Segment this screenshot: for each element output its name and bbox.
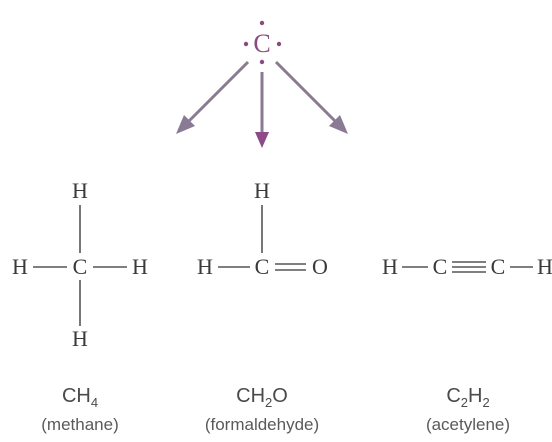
formaldehyde-structure: H H C O: [197, 178, 328, 279]
electron-dot-right: [276, 41, 282, 47]
acetylene-structure: H C C H: [382, 254, 552, 279]
acetylene-c1: C: [433, 254, 448, 279]
formaldehyde-formula: CH2O: [236, 385, 288, 410]
methane-formula: CH4: [62, 385, 98, 410]
arrow-to-formaldehyde: [255, 72, 269, 148]
methane-c: C: [73, 254, 88, 279]
methane-h-right: H: [132, 254, 148, 279]
methane-h-bottom: H: [72, 326, 88, 351]
formaldehyde-c: C: [255, 254, 270, 279]
arrow-to-acetylene: [274, 60, 348, 134]
carbon-symbol: C: [253, 29, 270, 58]
methane-h-left: H: [12, 254, 28, 279]
formaldehyde-o: O: [312, 254, 328, 279]
electron-dot-top: [259, 20, 265, 26]
arrow-to-methane: [176, 60, 250, 134]
acetylene-name: (acetylene): [426, 415, 510, 434]
formaldehyde-name: (formaldehyde): [205, 415, 319, 434]
methane-structure: H H C H H: [12, 178, 148, 351]
acetylene-h-right: H: [537, 254, 552, 279]
formaldehyde-h-top: H: [254, 178, 270, 203]
acetylene-formula: C2H2: [446, 385, 489, 410]
formaldehyde-h-left: H: [197, 254, 213, 279]
methane-name: (methane): [41, 415, 118, 434]
carbon-atom-top: C: [243, 20, 282, 65]
electron-dot-left: [243, 41, 249, 47]
methane-h-top: H: [72, 178, 88, 203]
electron-dot-bottom: [259, 59, 265, 65]
acetylene-h-left: H: [382, 254, 398, 279]
acetylene-c2: C: [491, 254, 506, 279]
